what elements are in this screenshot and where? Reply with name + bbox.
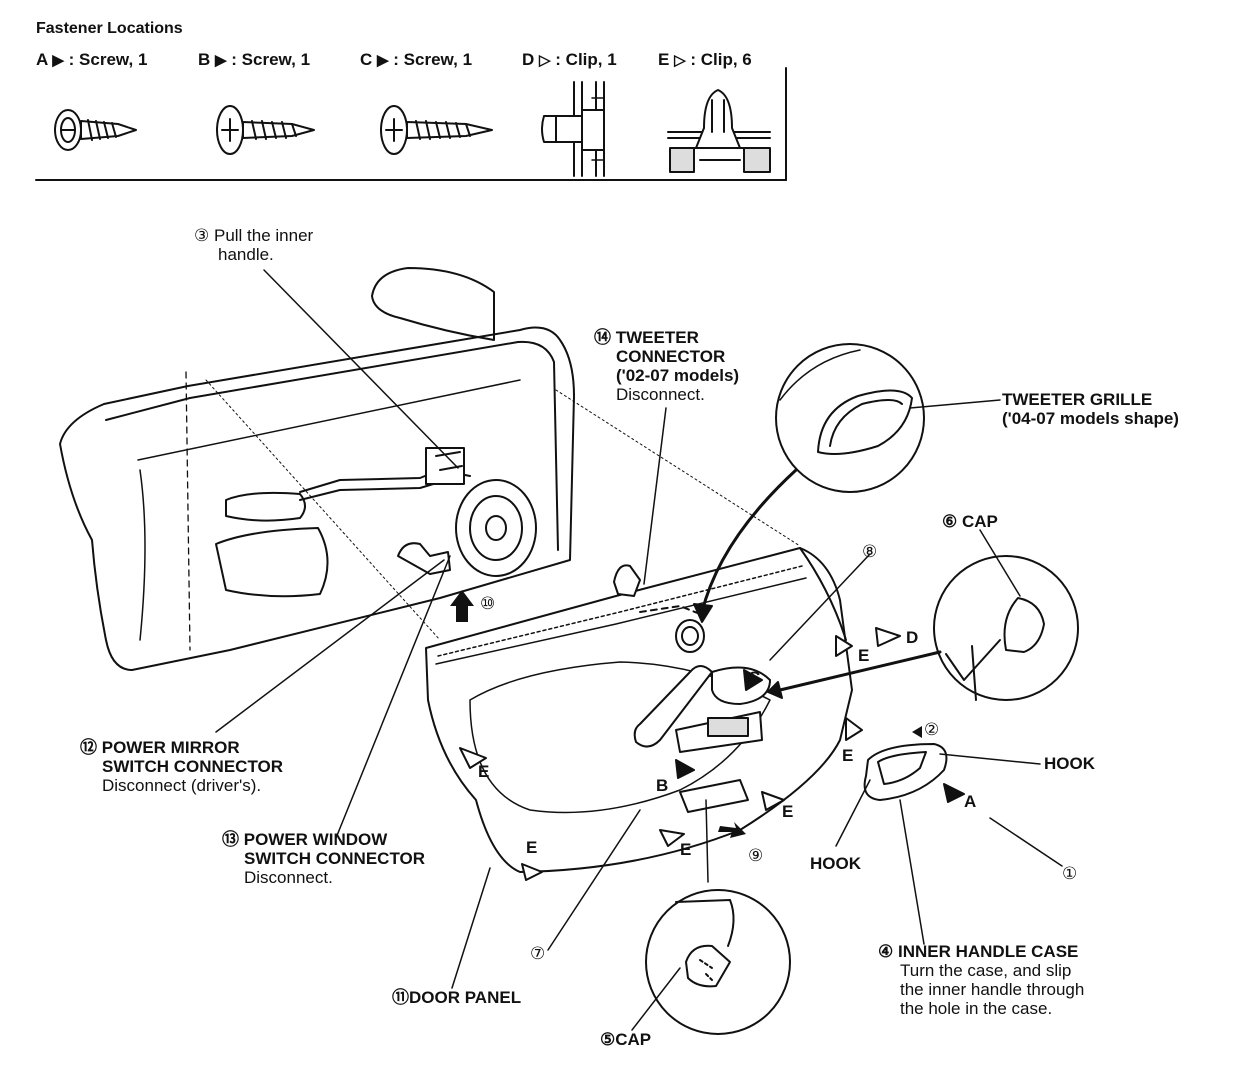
step-12-callout: ⑫ POWER MIRROR <box>80 738 240 757</box>
outline-triangle-icon: ▷ <box>539 52 551 69</box>
marker-e-2: E <box>842 746 854 765</box>
fastener-e-text: : Clip, 6 <box>690 50 752 69</box>
step-3-number: ③ <box>194 226 210 245</box>
fastener-b-text: : Screw, 1 <box>231 50 311 69</box>
fastener-b-label: B ▶ : Screw, 1 <box>198 50 310 70</box>
step-7-number: ⑦ <box>530 944 546 963</box>
step-4-number: ④ <box>878 942 894 961</box>
step-6-number: ⑥ <box>942 512 958 531</box>
hook-label-right: HOOK <box>1044 754 1095 773</box>
step-14-line3: ('02-07 models) <box>616 366 740 385</box>
screw-a-icon <box>54 109 137 151</box>
step-arrows <box>450 590 922 838</box>
fastener-a-label: A ▶ : Screw, 1 <box>36 50 147 70</box>
outline-triangle-icon: ▷ <box>674 52 686 69</box>
fastener-e-label: E ▷ : Clip, 6 <box>658 50 752 70</box>
step-14-line2: CONNECTOR <box>616 347 726 366</box>
solid-triangle-icon: ▶ <box>377 52 389 69</box>
leader-lines <box>215 269 1063 1031</box>
fastener-a-text: : Screw, 1 <box>68 50 148 69</box>
hook-label-left: HOOK <box>810 854 861 873</box>
door-frame-illustration <box>59 267 801 671</box>
grille-arrowhead <box>693 603 713 623</box>
step-14-callout: ⑭ TWEETER <box>594 328 699 347</box>
step-5-label: CAP <box>615 1030 652 1049</box>
step-12-number: ⑫ <box>80 738 97 757</box>
cap-6-detail <box>933 555 1079 701</box>
step-4-callout: ④ INNER HANDLE CASE <box>878 942 1078 961</box>
step-2-number: ② <box>924 720 940 739</box>
step-14-line1: TWEETER <box>615 328 699 347</box>
step-11-label: DOOR PANEL <box>409 988 522 1007</box>
step-5-callout: ⑤CAP <box>600 1030 651 1049</box>
fastener-a-letter: A <box>36 50 48 69</box>
step-9-number: ⑨ <box>748 846 764 865</box>
clip-d-icon <box>541 81 605 177</box>
solid-triangle-icon: ▶ <box>52 52 64 69</box>
step-13-number: ⑬ <box>222 830 239 849</box>
step-6-label: CAP <box>961 512 998 531</box>
marker-d: D <box>906 628 919 647</box>
door-panel-illustration <box>425 547 853 873</box>
step-13-line2: SWITCH CONNECTOR <box>244 849 426 868</box>
step-12-line2: SWITCH CONNECTOR <box>102 757 284 776</box>
screw-c-icon <box>380 105 493 155</box>
step-14-line4: Disconnect. <box>616 385 705 404</box>
fastener-markers <box>459 627 965 881</box>
step-14-number: ⑭ <box>594 328 611 347</box>
cap6-arrowhead <box>767 681 783 699</box>
marker-e-3: E <box>478 762 490 781</box>
fastener-c-label: C ▶ : Screw, 1 <box>360 50 472 70</box>
marker-c: C <box>748 668 761 687</box>
step-11-number: ⑪ <box>392 988 409 1007</box>
marker-e-4: E <box>782 802 794 821</box>
solid-triangle-icon: ▶ <box>215 52 227 69</box>
step-12-line3: Disconnect (driver's). <box>102 776 262 795</box>
marker-b: B <box>656 776 669 795</box>
screw-b-icon <box>216 105 315 155</box>
marker-e-6: E <box>526 838 538 857</box>
step-1-number: ① <box>1062 864 1078 883</box>
cap6-arrow <box>778 650 942 692</box>
fastener-d-letter: D <box>522 50 535 69</box>
fastener-d-label: D ▷ : Clip, 1 <box>522 50 617 70</box>
marker-e-5: E <box>680 840 692 859</box>
fastener-c-text: : Screw, 1 <box>393 50 473 69</box>
step-13-line1: POWER WINDOW <box>243 830 388 849</box>
tweeter-grille-label: TWEETER GRILLE <box>1002 390 1153 409</box>
tweeter-grille-note: ('04-07 models shape) <box>1002 409 1179 428</box>
marker-a: A <box>964 792 977 811</box>
fastener-b-letter: B <box>198 50 211 69</box>
marker-e-1: E <box>858 646 870 665</box>
step-4-line4: the hole in the case. <box>900 999 1053 1018</box>
step-4-line3: the inner handle through <box>900 980 1085 999</box>
step-3-line2: handle. <box>218 245 274 264</box>
step-6-callout: ⑥ CAP <box>942 512 998 531</box>
cap-5-detail <box>645 889 791 1035</box>
step-11-callout: ⑪DOOR PANEL <box>392 988 521 1007</box>
step-4-line1: INNER HANDLE CASE <box>897 942 1079 961</box>
step-10-number: ⑩ <box>480 594 496 613</box>
fastener-title: Fastener Locations <box>36 20 183 37</box>
step-3-callout: ③ Pull the inner <box>194 226 313 245</box>
fastener-c-letter: C <box>360 50 373 69</box>
fastener-box <box>35 67 787 181</box>
inner-handle-case-illustration <box>863 743 948 801</box>
fastener-e-letter: E <box>658 50 670 69</box>
tweeter-grille-detail <box>775 343 925 493</box>
step-12-line1: POWER MIRROR <box>101 738 240 757</box>
step-13-line3: Disconnect. <box>244 868 333 887</box>
step-13-callout: ⑬ POWER WINDOW <box>222 830 387 849</box>
step-4-line2: Turn the case, and slip <box>900 961 1072 980</box>
step-8-number: ⑧ <box>862 542 878 561</box>
fastener-d-text: : Clip, 1 <box>555 50 617 69</box>
grille-arrow <box>700 468 798 614</box>
clip-e-icon <box>667 89 771 173</box>
step-3-line1: Pull the inner <box>213 226 314 245</box>
step-5-number: ⑤ <box>600 1030 616 1049</box>
